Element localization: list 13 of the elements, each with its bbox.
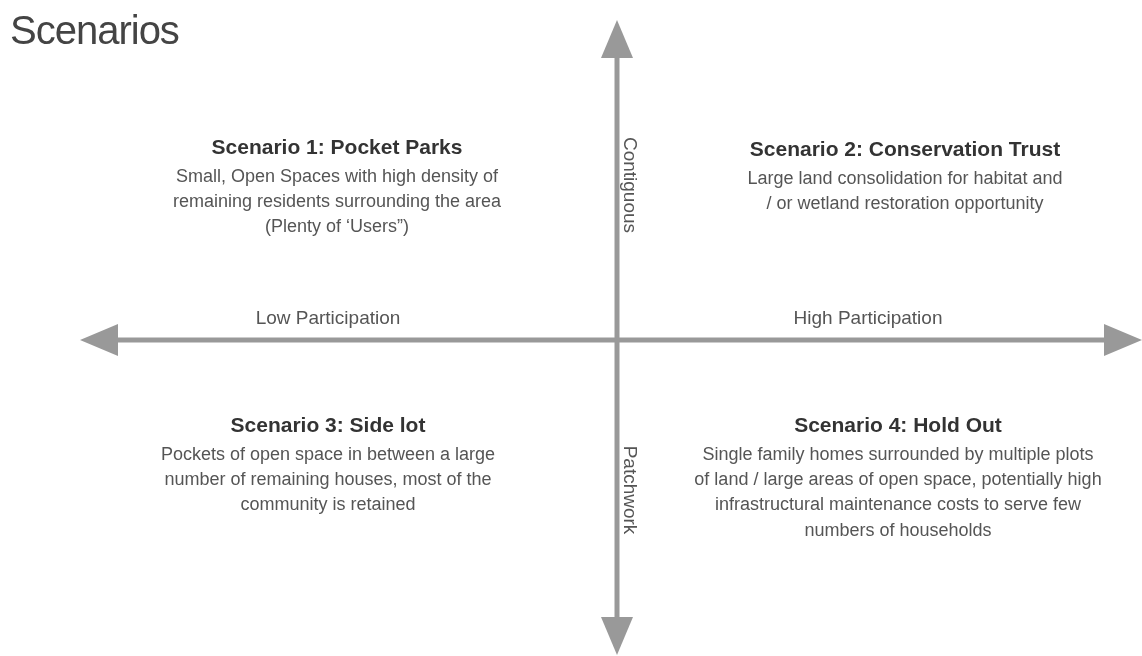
scenario-heading: Scenario 4: Hold Out (793, 412, 1003, 438)
axis-label: Patchwork (619, 445, 643, 535)
scenario-description: Single family homes surrounded by multiple plots of land / large areas of open space, potentially high infrastructural maintenance costs to serve few numbers of households (693, 443, 1103, 542)
axis-label: Contiguous (619, 136, 643, 234)
scenario-heading: Scenario 3: Side lot (229, 412, 427, 438)
scenario-description: Pockets of open space in between a large number of remaining houses, most of the community is retained (159, 443, 497, 517)
title: Scenarios (10, 8, 179, 53)
scenario-description: Small, Open Spaces with high density of remaining residents surrounding the area (Plenty of ‘Users”) (171, 165, 503, 239)
scenario-heading: Scenario 1: Pocket Parks (210, 134, 464, 160)
axis-label: Low Participation (254, 306, 402, 330)
scenario-heading: Scenario 2: Conservation Trust (748, 136, 1062, 162)
axis-label: High Participation (792, 306, 944, 330)
scenario-description: Large land consolidation for habitat and / or wetland restoration opportunity (746, 167, 1064, 216)
